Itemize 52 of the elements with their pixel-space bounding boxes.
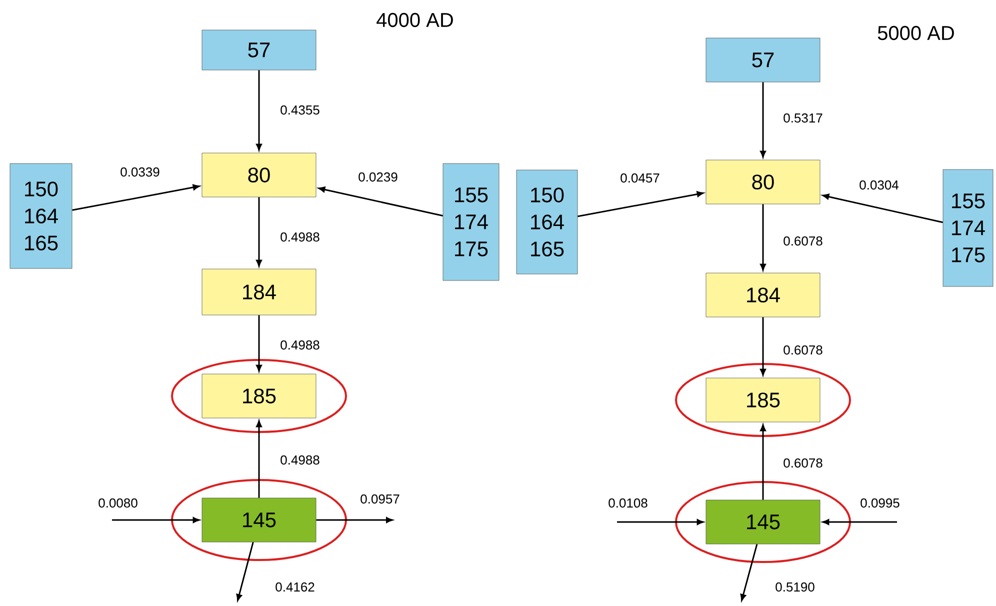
number-box: 80	[706, 160, 820, 204]
arrow	[236, 542, 254, 601]
edge-label: 0.0339	[119, 166, 161, 178]
number-box: 155 174 175	[442, 163, 500, 281]
edge-label: 0.0457	[619, 172, 661, 184]
number-box: 150 164 165	[516, 170, 578, 274]
arrow	[617, 519, 704, 525]
arrow	[256, 197, 262, 267]
arrow	[256, 70, 262, 151]
arrow	[760, 82, 766, 158]
arrow	[316, 517, 393, 523]
edge-label: 0.5190	[774, 581, 816, 593]
number-box: 184	[706, 272, 820, 318]
edge-label: 0.0304	[858, 179, 900, 191]
edge-label: 0.5317	[782, 112, 824, 124]
arrow	[740, 544, 758, 601]
number-box: 145	[202, 498, 316, 542]
edge-label: 0.6078	[782, 235, 824, 247]
edge-label: 0.0108	[607, 497, 649, 509]
number-box: 57	[706, 38, 820, 82]
arrow	[822, 194, 943, 224]
number-box: 185	[202, 374, 316, 418]
arrow	[760, 204, 766, 271]
arrow	[256, 420, 262, 498]
year-title: 5000 AD	[878, 26, 954, 40]
edge-label: 0.0995	[859, 497, 901, 509]
edge-label: 0.0239	[357, 171, 399, 183]
number-box: 57	[202, 30, 316, 70]
year-title: 4000 AD	[376, 12, 453, 28]
number-box: 185	[706, 378, 820, 422]
edge-label: 0.0957	[359, 493, 401, 505]
number-box: 184	[202, 268, 316, 316]
arrow	[760, 317, 766, 376]
edge-label: 0.4988	[279, 454, 321, 466]
edge-label: 0.6078	[782, 344, 824, 356]
edge-label: 0.4355	[279, 104, 321, 116]
edge-label: 0.6078	[782, 457, 824, 469]
arrow	[578, 191, 704, 218]
arrow	[72, 184, 200, 211]
arrow	[822, 519, 897, 525]
number-box: 145	[706, 500, 820, 544]
arrow	[112, 517, 200, 523]
edge-label: 0.0080	[97, 497, 139, 509]
arrow	[256, 315, 262, 372]
edge-label: 0.4988	[279, 231, 321, 243]
number-box: 155 174 175	[942, 169, 994, 287]
edge-label: 0.4988	[279, 339, 321, 351]
arrow	[318, 186, 443, 216]
number-box: 150 164 165	[10, 163, 72, 269]
arrow	[760, 424, 766, 500]
edge-label: 0.4162	[274, 581, 316, 593]
number-box: 80	[202, 152, 316, 198]
